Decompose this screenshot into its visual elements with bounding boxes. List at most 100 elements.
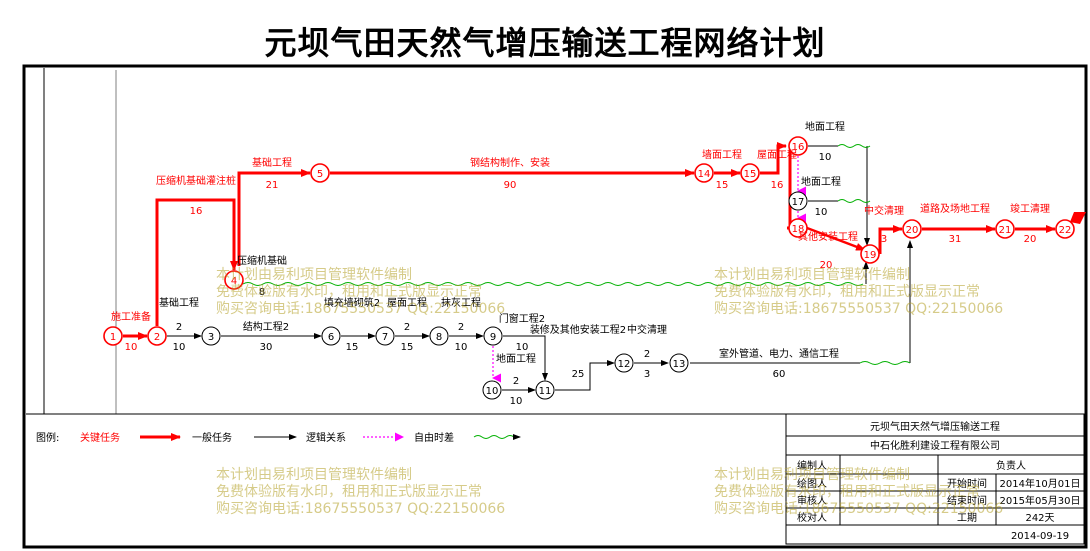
task-11-12-dur: 25 bbox=[572, 369, 585, 380]
node-13 bbox=[669, 353, 689, 373]
task-7-8-dur: 15 bbox=[401, 342, 414, 353]
task-14-15-dur: 15 bbox=[716, 180, 729, 191]
info-start: 2014年10月01日 bbox=[1000, 477, 1081, 490]
info-company: 中石化胜利建设工程有限公司 bbox=[870, 439, 1000, 452]
legend: 图例: 关键任务 一般任务 逻辑关系 自由时差 bbox=[36, 431, 521, 444]
task-7-8-name: 屋面工程 bbox=[387, 297, 427, 309]
normal-tasks bbox=[167, 145, 913, 393]
task-18-19-dur: 20 bbox=[820, 260, 833, 271]
node-label-14: 14 bbox=[698, 169, 711, 180]
node-label-13: 13 bbox=[673, 359, 686, 370]
task-6-7-dur: 15 bbox=[346, 342, 359, 353]
node-10 bbox=[482, 380, 502, 400]
node-label-5: 5 bbox=[317, 169, 323, 180]
info-editor-label: 编制人 bbox=[797, 459, 827, 472]
node-3 bbox=[201, 326, 221, 346]
node-label-22: 22 bbox=[1059, 225, 1072, 236]
info-checker-label: 校对人 bbox=[797, 511, 827, 524]
info-date: 2014-09-19 bbox=[1011, 531, 1069, 542]
node-7 bbox=[375, 326, 395, 346]
node-6 bbox=[321, 326, 341, 346]
info-start-label: 开始时间 bbox=[947, 477, 987, 490]
free-float-lines bbox=[242, 144, 911, 365]
node-22 bbox=[1055, 219, 1075, 239]
node-label-17: 17 bbox=[792, 197, 805, 208]
node-label-8: 8 bbox=[436, 332, 442, 343]
node-label-10: 10 bbox=[486, 386, 499, 397]
legend-logic-label: 逻辑关系 bbox=[306, 431, 346, 444]
legend-float-wave bbox=[473, 435, 515, 439]
info-period-label: 工期 bbox=[957, 512, 977, 524]
legend-normal-label: 一般任务 bbox=[192, 431, 232, 444]
node-label-18: 18 bbox=[792, 224, 805, 235]
task-2-4-name: 压缩机基础灌注桩 bbox=[156, 174, 236, 187]
info-owner-label: 负责人 bbox=[996, 459, 1026, 472]
node-5 bbox=[310, 163, 330, 183]
node-17 bbox=[788, 191, 808, 211]
info-project: 元坝气田天然气增压输送工程 bbox=[870, 420, 1000, 433]
task-19-20-n: 3 bbox=[881, 234, 887, 245]
task-21-22-name: 竣工清理 bbox=[1010, 202, 1050, 215]
info-drawer-label: 绘图人 bbox=[797, 477, 827, 490]
task-13-20-name: 室外管道、电力、通信工程 bbox=[719, 347, 839, 360]
task-12-13-dur: 3 bbox=[644, 369, 650, 380]
node-14 bbox=[694, 163, 714, 183]
task-1-2-name: 施工准备 bbox=[111, 310, 151, 323]
task-15-16-dur: 16 bbox=[771, 180, 784, 191]
node-label-19: 19 bbox=[864, 250, 877, 261]
node-11 bbox=[535, 380, 555, 400]
end-flag bbox=[1070, 212, 1086, 224]
info-table bbox=[785, 413, 1085, 545]
node-16 bbox=[788, 136, 808, 156]
outer-frame bbox=[22, 64, 1088, 549]
task-9-11-dur: 10 bbox=[516, 342, 529, 353]
task-9-11-name: 门窗工程2 bbox=[499, 312, 545, 325]
task-4-above-name: 压缩机基础 bbox=[237, 254, 287, 267]
task-17-19-dur: 10 bbox=[815, 207, 828, 218]
task-6-7-name: 填充墙砌筑2 bbox=[324, 296, 380, 309]
task-20-21-dur: 31 bbox=[949, 234, 962, 245]
task-21-22-dur: 20 bbox=[1024, 234, 1037, 245]
task-8-9-dur: 10 bbox=[455, 342, 468, 353]
node-15 bbox=[740, 163, 760, 183]
critical-path bbox=[123, 142, 1056, 340]
node-label-2: 2 bbox=[154, 332, 160, 343]
task-15-16-name: 屋面工程 bbox=[757, 149, 797, 161]
task-14-15-name: 墙面工程 bbox=[702, 148, 742, 161]
node-21 bbox=[995, 219, 1015, 239]
task-7-8-n: 2 bbox=[404, 322, 410, 333]
task-5-14-name: 钢结构制作、安装 bbox=[470, 156, 550, 169]
task-10-11-n: 2 bbox=[513, 376, 519, 387]
node-label-3: 3 bbox=[208, 332, 214, 343]
task-10-11-dur: 10 bbox=[510, 396, 523, 407]
node-1 bbox=[103, 326, 123, 346]
node-2 bbox=[147, 326, 167, 346]
info-end: 2015年05月30日 bbox=[1000, 494, 1081, 507]
task-11-12-name: 装修及其他安装工程2 bbox=[530, 323, 626, 336]
info-reviewer-label: 审核人 bbox=[797, 494, 827, 507]
node-8 bbox=[429, 326, 449, 346]
legend-label: 图例: bbox=[36, 431, 59, 444]
info-period: 242天 bbox=[1025, 513, 1054, 524]
task-2-4-dur: 16 bbox=[190, 206, 203, 217]
task-1-2-dur: 10 bbox=[125, 342, 138, 353]
task-5-14-dur: 90 bbox=[504, 180, 517, 191]
node-4 bbox=[224, 270, 244, 290]
task-4-5-name: 基础工程 bbox=[252, 156, 292, 169]
node-label-21: 21 bbox=[999, 225, 1012, 236]
task-10-11-name: 地面工程 bbox=[496, 352, 536, 365]
node-12 bbox=[614, 353, 634, 373]
info-end-label: 结束时间 bbox=[947, 494, 987, 507]
task-19-20-name: 中交清理 bbox=[864, 204, 904, 217]
node-label-16: 16 bbox=[792, 142, 805, 153]
legend-float-label: 自由时差 bbox=[414, 431, 454, 444]
node-label-9: 9 bbox=[490, 332, 496, 343]
task-2-3-n: 2 bbox=[176, 322, 182, 333]
node-label-11: 11 bbox=[539, 386, 552, 397]
node-label-6: 6 bbox=[328, 332, 334, 343]
legend-critical-label: 关键任务 bbox=[80, 431, 120, 444]
task-16-19-name: 地面工程 bbox=[805, 120, 845, 133]
task-3-6-name: 结构工程2 bbox=[243, 320, 289, 333]
